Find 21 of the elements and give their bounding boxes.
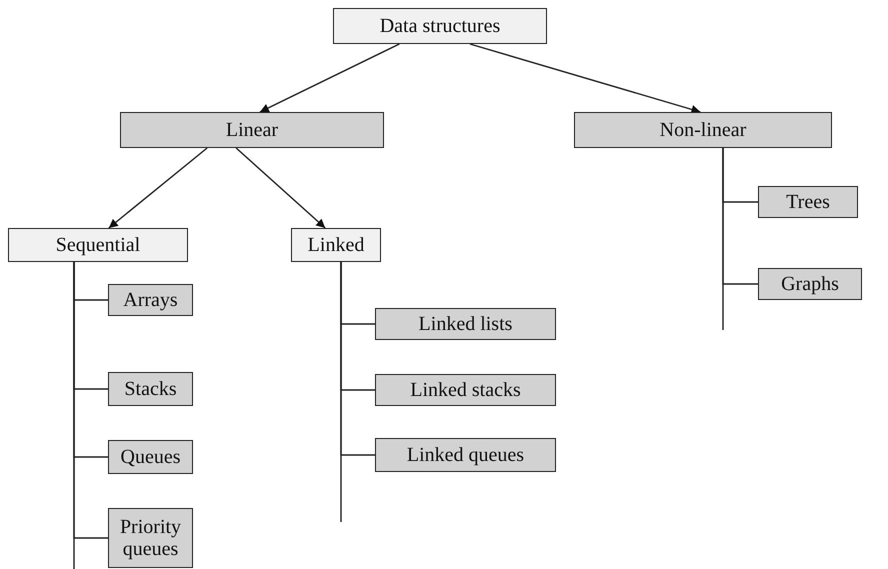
category-box: Priority queues [108,508,193,568]
arrow [108,147,208,229]
category-box: Stacks [108,372,193,406]
category-box: Linked stacks [375,374,556,406]
tree-connector [722,148,758,285]
category-box: Queues [108,440,193,474]
category-box: Trees [758,186,858,218]
category-box: Linked lists [375,308,556,340]
category-box: Non-linear [574,112,832,148]
arrow [260,43,400,113]
tree-connector [73,262,108,539]
category-box: Linked [291,228,381,262]
tree-connector [340,262,375,456]
arrow [470,43,701,114]
category-box: Graphs [758,268,862,300]
category-box: Sequential [8,228,188,262]
category-box: Arrays [108,284,193,316]
category-box: Linear [120,112,384,148]
arrow [236,147,326,229]
category-box: Linked queues [375,438,556,472]
category-box: Data structures [333,8,547,44]
